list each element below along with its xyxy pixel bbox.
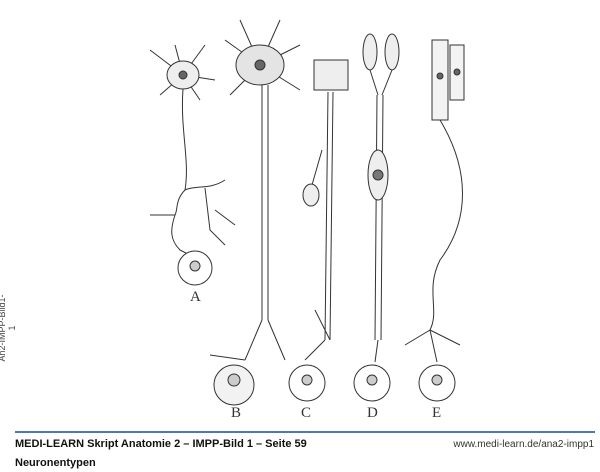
neuron-e: [404, 39, 465, 402]
label-b: B: [231, 405, 242, 421]
figure-subtitle: Neuronentypen: [15, 457, 96, 469]
neuron-a: [149, 44, 236, 286]
figure-code: An2-IMPP-Bild1-1: [0, 294, 17, 362]
label-d: D: [367, 405, 378, 421]
label-a: A: [190, 289, 201, 305]
neuron-c: [288, 59, 349, 402]
neuron-b: [209, 19, 301, 406]
label-c: C: [301, 405, 312, 421]
footer-title: MEDI-LEARN Skript Anatomie 2 – IMPP-Bild…: [15, 438, 307, 450]
neuron-types-illustration: [149, 19, 465, 406]
neuron-d: [353, 33, 400, 402]
footer-url[interactable]: www.medi-learn.de/ana2-impp1: [453, 439, 594, 450]
label-e: E: [432, 405, 442, 421]
footer-divider: [15, 431, 595, 433]
